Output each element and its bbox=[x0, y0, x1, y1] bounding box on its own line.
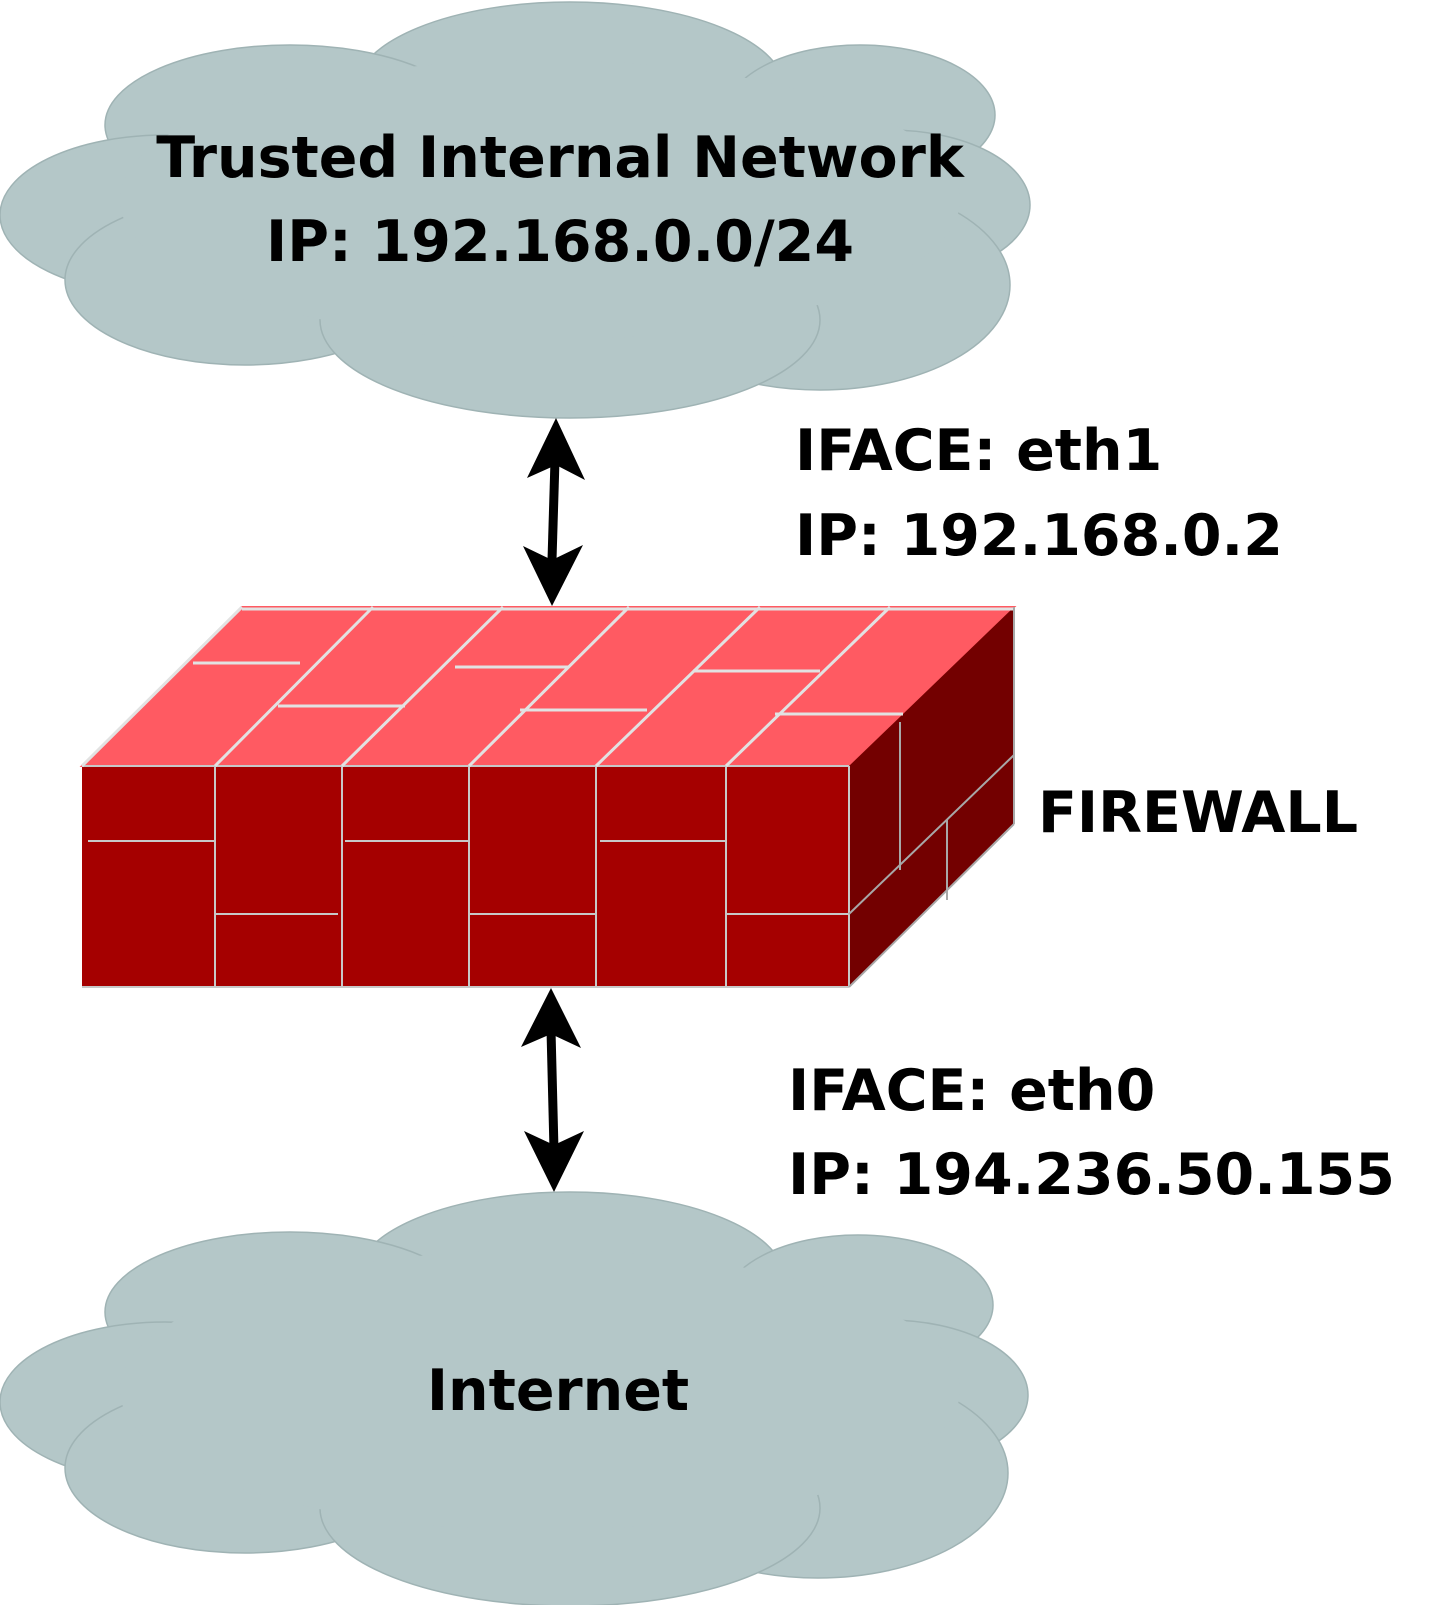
trusted-network-ip: IP: 192.168.0.0/24 bbox=[266, 209, 854, 275]
firewall-front-face bbox=[82, 766, 849, 987]
interface-external-label: IFACE: eth0 IP: 194.236.50.155 bbox=[788, 1058, 1395, 1208]
upper-bidirectional-arrow bbox=[523, 418, 585, 606]
arrow-down-head-icon bbox=[523, 545, 583, 606]
upper-arrow-shaft bbox=[547, 459, 560, 561]
firewall-side-face bbox=[849, 607, 1014, 987]
interface-external-ip: IP: 194.236.50.155 bbox=[788, 1142, 1395, 1208]
interface-internal-ip: IP: 192.168.0.2 bbox=[795, 503, 1283, 569]
interface-internal-label: IFACE: eth1 IP: 192.168.0.2 bbox=[795, 418, 1283, 569]
arrow-up-head-icon bbox=[521, 988, 581, 1048]
interface-external-iface: IFACE: eth0 bbox=[788, 1058, 1155, 1124]
trusted-network-cloud: Trusted Internal Network IP: 192.168.0.0… bbox=[0, 1, 1031, 419]
firewall-label: FIREWALL bbox=[1038, 780, 1358, 846]
arrow-down-head-icon bbox=[524, 1131, 584, 1192]
internet-title: Internet bbox=[427, 1358, 689, 1424]
trusted-network-title: Trusted Internal Network bbox=[156, 125, 965, 191]
arrow-up-head-icon bbox=[527, 418, 585, 480]
firewall-icon bbox=[79, 605, 1017, 988]
lower-arrow-shaft bbox=[546, 1029, 559, 1151]
interface-internal-iface: IFACE: eth1 bbox=[795, 418, 1162, 484]
lower-bidirectional-arrow bbox=[521, 988, 584, 1192]
internet-cloud: Internet bbox=[0, 1191, 1029, 1605]
